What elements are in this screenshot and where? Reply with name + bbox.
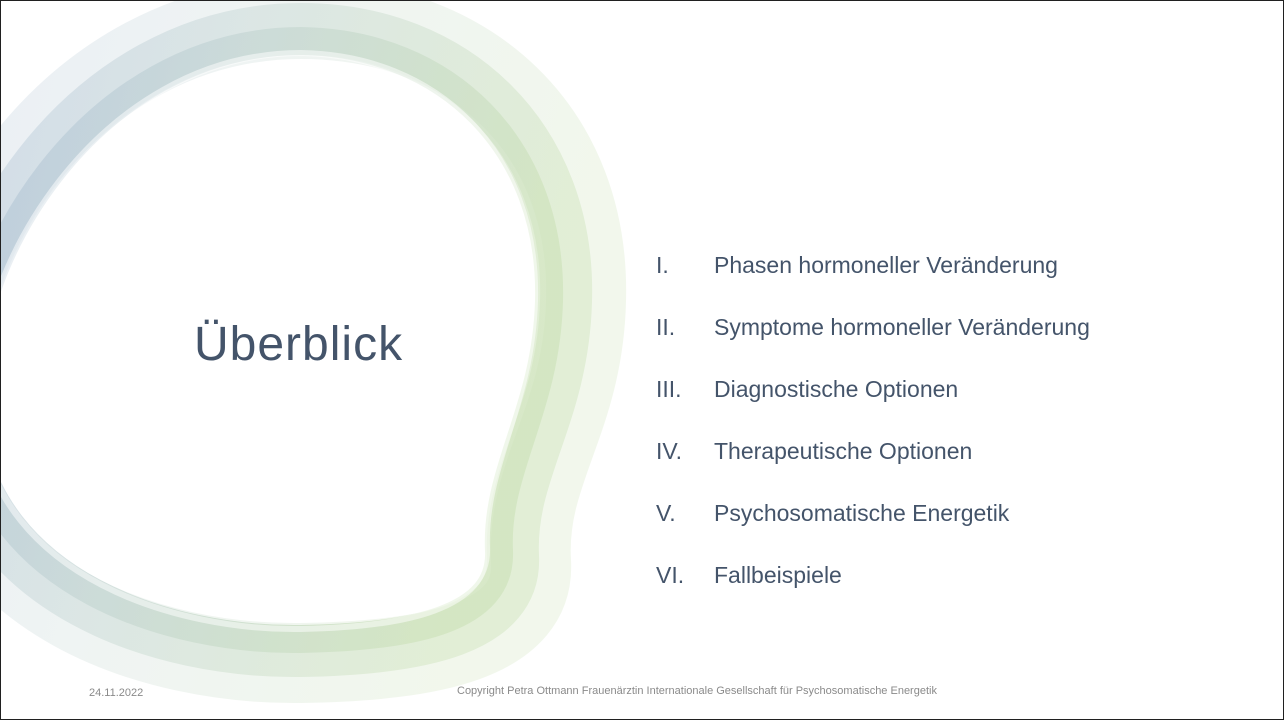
agenda-item-text: Phasen hormoneller Veränderung: [714, 251, 1058, 278]
agenda-list: I. Phasen hormoneller Veränderung II. Sy…: [656, 234, 1090, 606]
agenda-item-text: Therapeutische Optionen: [714, 437, 973, 464]
agenda-item-number: VI.: [656, 561, 685, 588]
agenda-item-text: Symptome hormoneller Veränderung: [714, 313, 1090, 340]
agenda-item-number: IV.: [656, 437, 683, 464]
agenda-item: V. Psychosomatische Energetik: [656, 482, 1090, 544]
agenda-item-number: V.: [656, 499, 676, 526]
agenda-item: I. Phasen hormoneller Veränderung: [656, 234, 1090, 296]
agenda-item-number: I.: [656, 251, 669, 278]
agenda-item-text: Diagnostische Optionen: [714, 375, 959, 402]
agenda-item-number: III.: [656, 375, 682, 402]
footer-date: 24.11.2022: [89, 687, 144, 699]
agenda-item: II. Symptome hormoneller Veränderung: [656, 296, 1090, 358]
agenda-item: VI. Fallbeispiele: [656, 544, 1090, 606]
footer-copyright: Copyright Petra Ottmann Frauenärztin Int…: [457, 685, 937, 697]
agenda-item-text: Fallbeispiele: [714, 561, 842, 588]
agenda-item: IV. Therapeutische Optionen: [656, 420, 1090, 482]
agenda-item-text: Psychosomatische Energetik: [714, 499, 1010, 526]
agenda-item-number: II.: [656, 313, 676, 340]
slide-title: Überblick: [194, 318, 404, 371]
agenda-item: III. Diagnostische Optionen: [656, 358, 1090, 420]
